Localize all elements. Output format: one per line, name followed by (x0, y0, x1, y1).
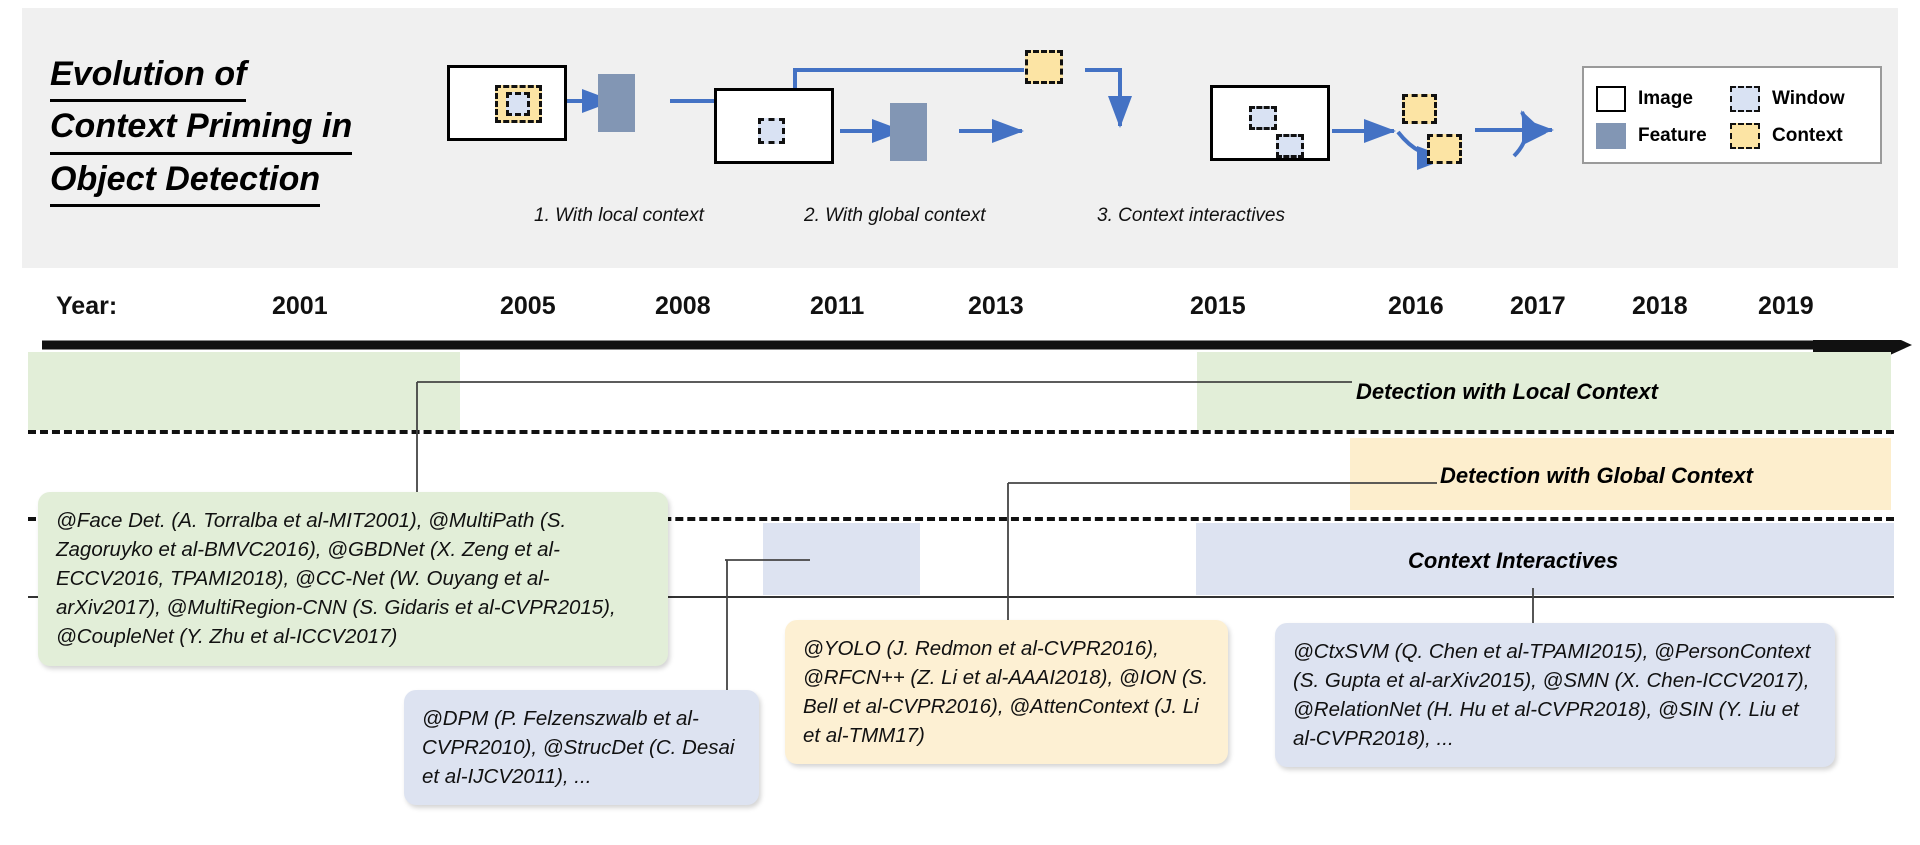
page-title: Evolution of Context Priming in Object D… (50, 50, 450, 207)
band-divider-2 (28, 517, 1894, 521)
year-2008: 2008 (655, 292, 711, 320)
diagram3-context-box-a (1402, 94, 1437, 124)
band-label-global-context: Detection with Global Context (1440, 463, 1753, 488)
diagram3-window-box-b (1276, 134, 1304, 158)
year-2013: 2013 (968, 292, 1024, 320)
title-line-2: Context Priming in (50, 102, 353, 155)
header-panel: Evolution of Context Priming in Object D… (22, 8, 1898, 268)
legend-context-label: Context (1772, 124, 1843, 146)
diagram3-window-box-a (1249, 106, 1277, 130)
band-label-context-interactives: Context Interactives (1408, 548, 1619, 573)
band-baseline (28, 596, 1894, 598)
diagram2-context-box (1025, 50, 1063, 84)
year-2015: 2015 (1190, 292, 1246, 320)
legend-image-label: Image (1638, 87, 1693, 109)
legend-window-label: Window (1772, 87, 1845, 109)
title-line-3: Object Detection (50, 155, 321, 207)
timeline-axis (42, 340, 1912, 370)
year-2016: 2016 (1388, 292, 1444, 320)
legend-context-icon (1730, 122, 1760, 149)
legend-window-icon (1730, 85, 1760, 112)
band-context-interactives-a (763, 523, 920, 595)
band-local-context-left (28, 352, 460, 430)
year-2018: 2018 (1632, 292, 1688, 320)
band-local-context-right (1197, 352, 1891, 430)
callout-context-interactives-methods: @CtxSVM (Q. Chen et al-TPAMI2015), @Pers… (1275, 623, 1835, 768)
callout-global-context-methods: @YOLO (J. Redmon et al-CVPR2016), @RFCN+… (785, 620, 1228, 765)
legend-panel: Image Window Feature Context (1582, 66, 1882, 164)
band-global-context (1350, 438, 1891, 510)
callout-dpm-methods: @DPM (P. Felzenszwalb et al-CVPR2010), @… (404, 690, 759, 806)
year-2017: 2017 (1510, 292, 1566, 320)
year-2019: 2019 (1758, 292, 1814, 320)
year-2011: 2011 (810, 292, 865, 320)
diagram1-feature-box (598, 74, 635, 132)
diagram2-feature-box (890, 103, 927, 161)
diagram1-caption: 1. With local context (534, 205, 704, 226)
diagram3-caption: 3. Context interactives (1097, 205, 1285, 226)
band-context-interactives-b (1196, 523, 1894, 595)
legend-feature-icon (1596, 122, 1626, 149)
axis-label: Year: (56, 292, 118, 320)
year-2001: 2001 (272, 292, 328, 320)
band-label-local-context: Detection with Local Context (1356, 379, 1658, 404)
callout-local-context-methods: @Face Det. (A. Torralba et al-MIT2001), … (38, 492, 668, 666)
title-line-1: Evolution of (50, 50, 247, 103)
year-2005: 2005 (500, 292, 556, 320)
legend-feature-label: Feature (1638, 124, 1707, 146)
legend-image-icon (1596, 85, 1626, 112)
diagram2-window-box (758, 118, 785, 144)
band-divider-1 (28, 430, 1894, 434)
diagram1-window-box (506, 92, 530, 116)
diagram2-caption: 2. With global context (804, 205, 986, 226)
diagram3-context-box-b (1427, 134, 1462, 164)
